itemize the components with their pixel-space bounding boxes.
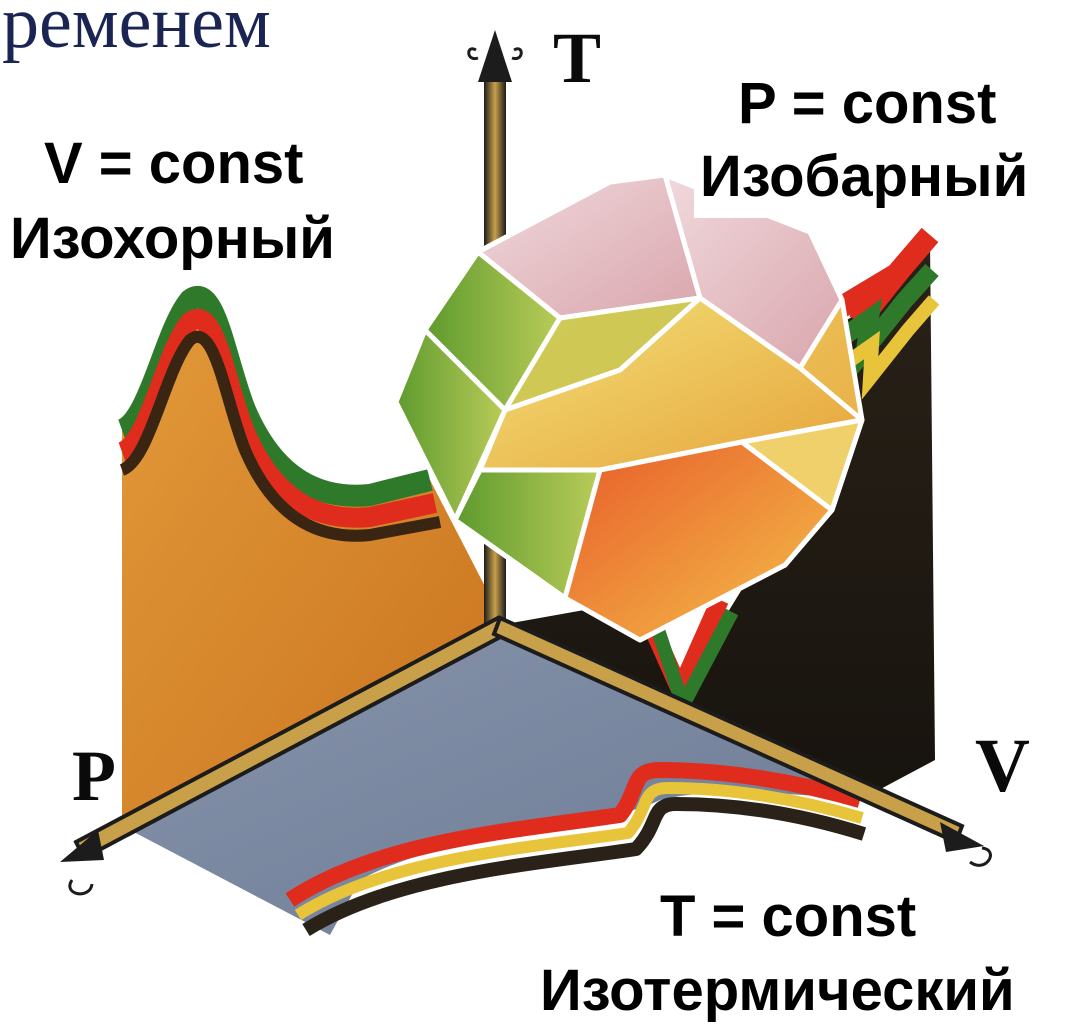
v-axis-label: V [975, 724, 1030, 808]
isothermal-name: Изотермический [540, 958, 1015, 1023]
isothermal-plane [130, 628, 867, 936]
crystal-illustration [393, 172, 865, 643]
isobaric-formula: P = const [732, 75, 1003, 133]
page-header-fragment: ременем [2, 0, 271, 64]
t-axis-label: T [553, 18, 602, 98]
isothermal-formula: T = const [660, 884, 917, 949]
isochoric-plane [116, 286, 505, 826]
isochoric-name: Изохорный [10, 206, 335, 271]
v-axis [491, 615, 992, 867]
isobaric-name: Изобарный [694, 148, 1035, 218]
p-axis-label: P [72, 736, 116, 816]
isochoric-formula: V = const [44, 131, 304, 196]
